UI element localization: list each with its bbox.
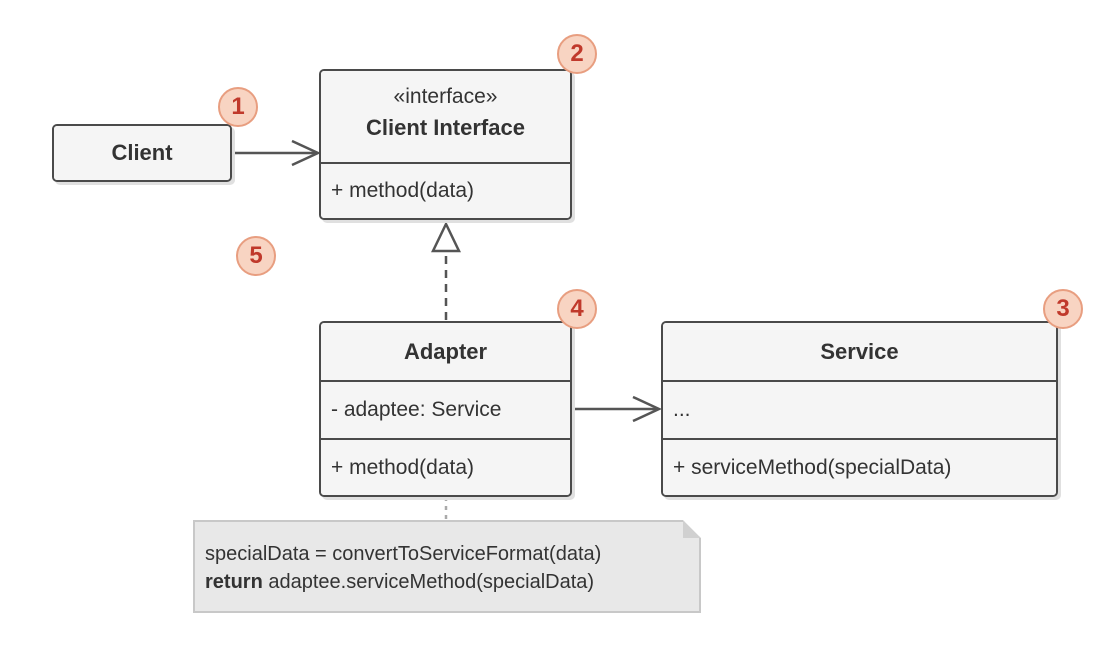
badge-4: 4 bbox=[557, 289, 597, 329]
client-interface-box: «interface» Client Interface + method(da… bbox=[319, 69, 572, 220]
adapter-method-note: specialData = convertToServiceFormat(dat… bbox=[193, 520, 701, 613]
adapter-title: Adapter bbox=[403, 338, 488, 364]
adapter-header: Adapter bbox=[321, 323, 570, 382]
badge-1: 1 bbox=[218, 87, 258, 127]
adapter-field: - adaptee: Service bbox=[321, 382, 570, 440]
client-to-interface-arrowhead bbox=[291, 139, 321, 167]
client-interface-title: Client Interface bbox=[366, 115, 525, 140]
adapter-method: + method(data) bbox=[321, 440, 570, 495]
client-interface-method: + method(data) bbox=[321, 164, 570, 218]
client-header: Client bbox=[54, 126, 230, 180]
note-return-expression: adaptee.serviceMethod(specialData) bbox=[262, 571, 595, 593]
service-title: Service bbox=[820, 338, 899, 364]
service-header: Service bbox=[663, 323, 1056, 382]
adapter-to-service-arrowhead bbox=[632, 395, 662, 423]
client-box: Client bbox=[52, 124, 232, 182]
client-interface-header: «interface» Client Interface bbox=[321, 71, 570, 164]
adapter-box: Adapter - adaptee: Service + method(data… bbox=[319, 321, 572, 497]
badge-2: 2 bbox=[557, 34, 597, 74]
client-title: Client bbox=[111, 140, 173, 165]
badge-5: 5 bbox=[236, 236, 276, 276]
realization-triangle bbox=[431, 221, 461, 253]
service-field: ... bbox=[663, 382, 1056, 440]
note-return-keyword: return bbox=[205, 571, 263, 593]
service-method: + serviceMethod(specialData) bbox=[663, 440, 1056, 495]
badge-3: 3 bbox=[1043, 289, 1083, 329]
interface-stereotype: «interface» bbox=[393, 85, 498, 108]
note-folded-corner bbox=[683, 520, 701, 538]
note-line-1: specialData = convertToServiceFormat(dat… bbox=[205, 543, 602, 565]
note-line-2: return adaptee.serviceMethod(specialData… bbox=[205, 568, 699, 596]
service-box: Service ... + serviceMethod(specialData) bbox=[661, 321, 1058, 497]
